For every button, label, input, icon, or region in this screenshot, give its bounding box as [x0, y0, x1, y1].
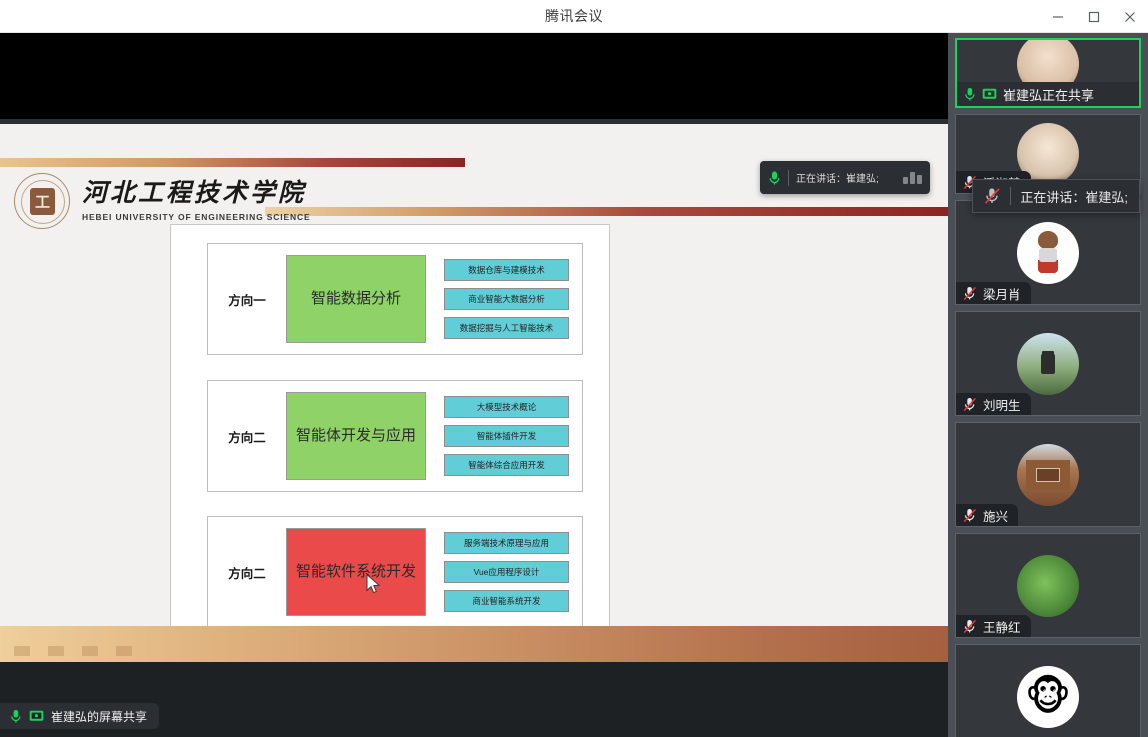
participant-name: 王静红	[983, 620, 1021, 635]
avatar	[1017, 554, 1079, 617]
active-speaker-pill[interactable]: 正在讲话：崔建弘;	[760, 161, 930, 194]
microphone-muted-icon	[963, 286, 977, 301]
screen-share-label: 崔建弘的屏幕共享	[0, 703, 160, 729]
direction-subs-1: 数据仓库与建模技术 商业智能大数据分析 数据挖掘与人工智能技术	[444, 259, 569, 339]
participant-name: 梁月肖	[983, 287, 1021, 302]
microphone-muted-icon	[963, 397, 977, 412]
participant-tile[interactable]: 刘明生	[955, 311, 1141, 416]
slide-footer-band	[0, 626, 948, 662]
active-speaker-label: 正在讲话：崔建弘;	[796, 174, 879, 185]
maximize-button[interactable]	[1076, 0, 1112, 33]
footer-mark-icon	[48, 646, 64, 656]
avatar	[1017, 221, 1079, 284]
microphone-muted-icon	[984, 187, 1001, 205]
decorative-bar-top	[0, 158, 465, 167]
direction-sub-item: 数据挖掘与人工智能技术	[444, 317, 569, 339]
avatar	[1017, 443, 1079, 506]
footer-mark-icon	[82, 646, 98, 656]
seal-glyph: 工	[30, 188, 55, 215]
avatar-illustration-girl	[1031, 230, 1065, 275]
microphone-icon	[768, 170, 781, 186]
direction-subs-3: 服务端技术原理与应用 Vue应用程序设计 商业智能系统开发	[444, 532, 569, 612]
direction-sub-item: 商业智能大数据分析	[444, 288, 569, 310]
direction-main-1: 智能数据分析	[286, 255, 426, 343]
participant-name-badge: 崔建弘正在共享	[957, 82, 1139, 106]
direction-sub-item: Vue应用程序设计	[444, 561, 569, 583]
avatar-illustration-lantern	[1041, 353, 1055, 374]
speaking-tooltip: 正在讲话：崔建弘;	[972, 179, 1140, 213]
direction-sub-item: 大模型技术概论	[444, 396, 569, 418]
microphone-muted-icon	[963, 508, 977, 523]
university-branding: 工 河北工程技术学院 HEBEI UNIVERSITY OF ENGINEERI…	[14, 173, 311, 229]
participant-name-badge: 王静红	[956, 615, 1031, 637]
microphone-muted-icon	[963, 619, 977, 634]
slide-content-frame: 方向一 智能数据分析 数据仓库与建模技术 商业智能大数据分析 数据挖掘与人工智能…	[170, 224, 610, 629]
participant-name-badge: 刘明生	[956, 393, 1031, 415]
shared-screen-stage[interactable]: 工 河北工程技术学院 HEBEI UNIVERSITY OF ENGINEERI…	[0, 33, 948, 737]
direction-block-3: 方向二 智能软件系统开发 服务端技术原理与应用 Vue应用程序设计 商业智能系统…	[207, 516, 583, 628]
window-controls	[1040, 0, 1148, 33]
avatar-illustration-wall	[1026, 459, 1070, 490]
avatar: 🐵	[1017, 665, 1079, 728]
screen-share-owner: 崔建弘的屏幕共享	[51, 709, 148, 724]
participant-name: 刘明生	[983, 398, 1021, 413]
microphone-icon	[10, 709, 22, 724]
screen-share-icon	[29, 710, 44, 723]
close-button[interactable]	[1112, 0, 1148, 33]
title-bar: 腾讯会议	[0, 0, 1148, 33]
footer-mark-icon	[14, 646, 30, 656]
slide-top-strip	[0, 119, 948, 124]
tooltip-divider	[1010, 187, 1012, 205]
footer-decorative-marks	[14, 646, 132, 656]
direction-label-1: 方向一	[228, 293, 266, 308]
direction-label-3: 方向二	[228, 566, 266, 581]
pill-divider	[788, 169, 789, 186]
participant-tile[interactable]: 王静红	[955, 533, 1141, 638]
participant-tile[interactable]: 施兴	[955, 422, 1141, 527]
participant-name-badge: 施兴	[956, 504, 1019, 526]
direction-sub-item: 商业智能系统开发	[444, 590, 569, 612]
participant-tile-sharing[interactable]: 崔建弘正在共享	[955, 38, 1141, 108]
screen-share-icon	[982, 88, 997, 101]
participant-tile-partial[interactable]: 🐵	[955, 644, 1141, 737]
university-name-cn: 河北工程技术学院	[82, 180, 307, 208]
direction-sub-item: 服务端技术原理与应用	[444, 532, 569, 554]
participant-name: 施兴	[983, 509, 1009, 524]
minimize-button[interactable]	[1040, 0, 1076, 33]
direction-label-2: 方向二	[228, 430, 266, 445]
direction-main-2: 智能体开发与应用	[286, 392, 426, 480]
university-name-block: 河北工程技术学院 HEBEI UNIVERSITY OF ENGINEERING…	[82, 180, 311, 222]
direction-sub-item: 智能体综合应用开发	[444, 454, 569, 476]
microphone-active-icon	[964, 87, 976, 102]
decorative-bar-right	[265, 207, 948, 216]
participant-rail[interactable]: 崔建弘正在共享 潘淑慧	[948, 33, 1148, 737]
avatar	[1017, 332, 1079, 395]
university-seal-icon: 工	[14, 173, 70, 229]
mouse-cursor	[366, 574, 381, 595]
participant-name: 崔建弘正在共享	[1003, 87, 1095, 103]
participant-name-badge: 梁月肖	[956, 282, 1031, 304]
avatar-illustration-monkey: 🐵	[1024, 674, 1072, 719]
university-name-en: HEBEI UNIVERSITY OF ENGINEERING SCIENCE	[82, 211, 311, 222]
direction-main-3: 智能软件系统开发	[286, 528, 426, 616]
window-title: 腾讯会议	[545, 8, 603, 24]
participant-tile[interactable]: 梁月肖	[955, 200, 1141, 305]
audio-wave-icon	[903, 171, 922, 184]
presentation-slide: 工 河北工程技术学院 HEBEI UNIVERSITY OF ENGINEERI…	[0, 119, 948, 662]
letterbox-top	[0, 33, 948, 119]
direction-sub-item: 数据仓库与建模技术	[444, 259, 569, 281]
direction-block-1: 方向一 智能数据分析 数据仓库与建模技术 商业智能大数据分析 数据挖掘与人工智能…	[207, 243, 583, 355]
footer-mark-icon	[116, 646, 132, 656]
speaking-tooltip-label: 正在讲话：崔建弘;	[1020, 189, 1128, 205]
direction-block-2: 方向二 智能体开发与应用 大模型技术概论 智能体插件开发 智能体综合应用开发	[207, 380, 583, 492]
direction-sub-item: 智能体插件开发	[444, 425, 569, 447]
direction-subs-2: 大模型技术概论 智能体插件开发 智能体综合应用开发	[444, 396, 569, 476]
